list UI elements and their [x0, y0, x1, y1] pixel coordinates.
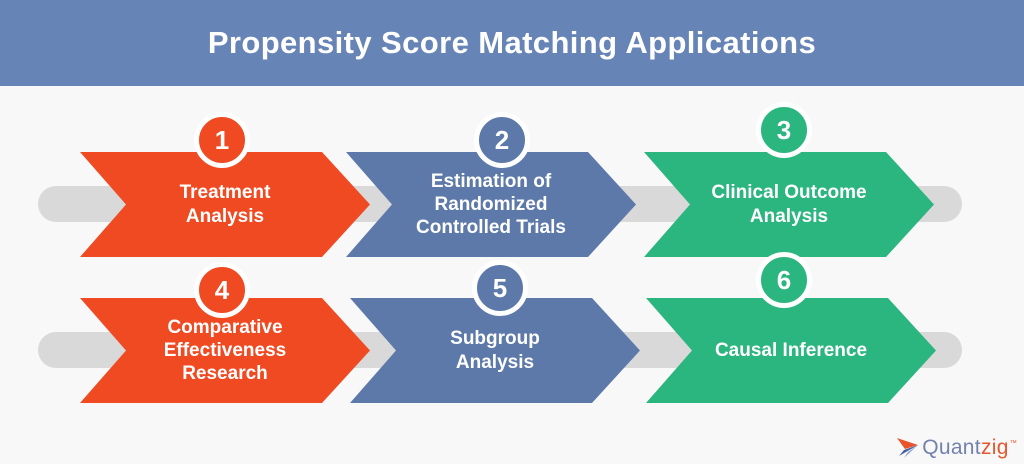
step-label-1: Treatment Analysis: [179, 182, 271, 227]
step-number-badge-2: 2: [474, 112, 530, 168]
step-number-2: 2: [494, 124, 510, 155]
step-number-1: 1: [214, 124, 230, 155]
trademark-symbol: ™: [1009, 440, 1017, 447]
step-label-5: Subgroup Analysis: [450, 328, 540, 373]
step-number-3: 3: [776, 114, 792, 145]
step-number-6: 6: [776, 264, 792, 295]
step-arrow-2: Estimation of Randomized Controlled Tria…: [346, 152, 636, 257]
step-label-2: Estimation of Randomized Controlled Tria…: [416, 170, 566, 239]
step-number-5: 5: [492, 272, 508, 303]
step-number-badge-5: 5: [472, 260, 528, 316]
page-title: Propensity Score Matching Applications: [207, 25, 817, 60]
brand-name-primary: Quant: [922, 436, 981, 459]
step-number-badge-4: 4: [194, 262, 250, 318]
step-label-6: Causal Inference: [714, 339, 868, 361]
step-number-badge-3: 3: [756, 102, 812, 158]
quantzig-fan-icon: [897, 438, 919, 458]
step-arrow-3: Clinical Outcome Analysis: [644, 152, 934, 257]
step-label-4: Comparative Effectiveness Research: [163, 316, 287, 385]
step-number-badge-6: 6: [756, 252, 812, 308]
header-banner: Propensity Score Matching Applications: [0, 0, 1024, 86]
brand-logo: Quantzig™: [896, 436, 1017, 460]
step-number-badge-1: 1: [194, 112, 250, 168]
step-arrow-1: Treatment Analysis: [80, 152, 370, 257]
step-number-4: 4: [214, 274, 230, 305]
brand-name-accent: zig: [980, 436, 1009, 459]
step-arrow-6: Causal Inference: [646, 298, 936, 403]
step-label-3: Clinical Outcome Analysis: [711, 182, 867, 227]
brand-name: Quantzig™: [922, 436, 1016, 460]
